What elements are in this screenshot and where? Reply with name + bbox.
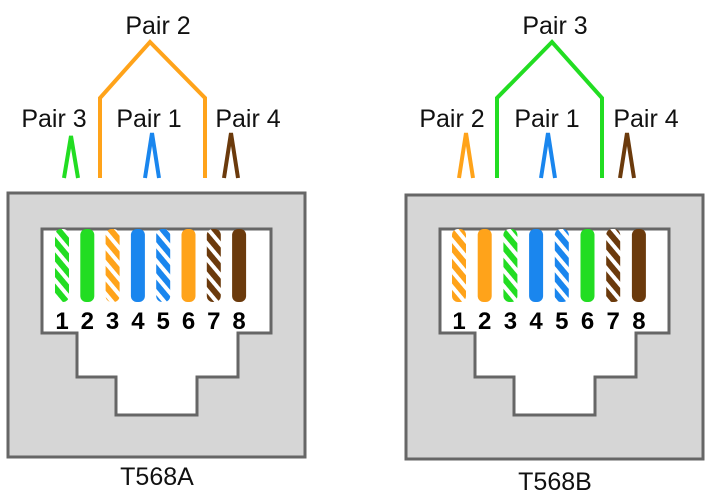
t568b-pair-middle-label: Pair 1 [514, 105, 579, 133]
t568b-pin-1-wire [452, 229, 466, 302]
t568a-pin-6-number: 6 [182, 308, 195, 335]
t568a-pair-top-connector [98, 39, 207, 178]
t568b-pin-4-number: 4 [529, 308, 543, 335]
t568a-pin-3-number: 3 [106, 308, 119, 335]
t568b-pin-2-wire [477, 229, 492, 302]
t568b-pin-5-number: 5 [555, 308, 568, 335]
t568b-pair-top-label: Pair 3 [522, 12, 587, 40]
t568a-pin-1-wire [55, 229, 69, 302]
t568b-pair-left-label: Pair 2 [419, 105, 484, 133]
t568b-pair-top-connector [495, 39, 604, 178]
t568b-pin-1-number: 1 [452, 308, 465, 335]
t568a-pin-2-number: 2 [81, 308, 94, 335]
t568b-pin-5-wire [554, 229, 569, 302]
t568a-pin-2-wire [80, 229, 95, 302]
t568a-pair-right-label: Pair 4 [215, 105, 280, 133]
t568a-pin-4-number: 4 [131, 308, 145, 335]
t568b-pair-left-connector [457, 132, 475, 179]
t568b-pin-6-number: 6 [581, 308, 594, 335]
t568b-pin-7-number: 7 [607, 308, 620, 335]
t568b-pair-middle-connector [539, 132, 557, 179]
t568b-pin-6-wire [580, 229, 595, 302]
t568a-pin-7-wire [206, 229, 221, 302]
t568b-pin-8-wire [631, 229, 646, 302]
t568a-pin-1-number: 1 [55, 308, 68, 335]
t568a-pin-5-wire [156, 229, 171, 302]
t568b-pair-right-connector [618, 132, 636, 179]
t568a-pin-6-wire [181, 229, 196, 302]
t568b-pin-2-number: 2 [478, 308, 491, 335]
t568a-pair-top-label: Pair 2 [125, 12, 190, 40]
t568b-title: T568B [518, 468, 592, 496]
t568a-pair-middle-connector [143, 132, 161, 179]
t568a-pin-8-number: 8 [232, 308, 245, 335]
t568a-pin-7-number: 7 [207, 308, 220, 335]
t568b-pin-3-number: 3 [504, 308, 517, 335]
t568a-title: T568A [120, 463, 194, 491]
t568a-pin-8-wire [232, 229, 247, 302]
t568a-pair-right-connector [222, 132, 240, 179]
t568b-pin-7-wire [606, 229, 621, 302]
t568a-pin-4-wire [130, 229, 145, 302]
t568b-pair-right-label: Pair 4 [613, 105, 678, 133]
t568a-pin-5-number: 5 [157, 308, 170, 335]
t568b-pin-3-wire [503, 229, 518, 302]
t568a-pair-middle-label: Pair 1 [116, 105, 181, 133]
t568a-pair-left-label: Pair 3 [21, 105, 86, 133]
t568b-pin-4-wire [529, 229, 544, 302]
t568b-pin-8-number: 8 [632, 308, 645, 335]
t568a-pair-left-connector [62, 135, 80, 179]
t568a-pin-3-wire [105, 229, 120, 302]
